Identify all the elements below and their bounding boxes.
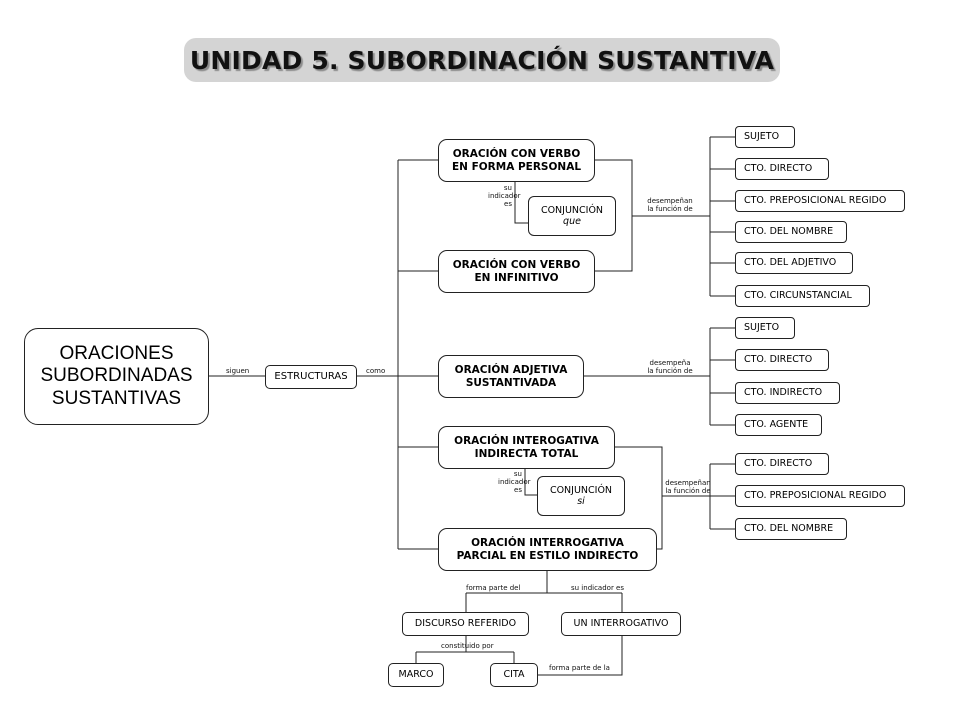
link-label-forma-parte-de-la: forma parte de la (549, 664, 610, 672)
root-node-oraciones-subordinadas-sustantivas: ORACIONES SUBORDINADAS SUSTANTIVAS (24, 328, 209, 425)
node-estructuras: ESTRUCTURAS (265, 365, 357, 389)
conjunction-word-si: si (577, 496, 585, 507)
node-line-1: ORACIÓN INTEROGATIVA (454, 434, 599, 447)
node-oracion-interrogativa-parcial: ORACIÓN INTERROGATIVA PARCIAL EN ESTILO … (438, 528, 657, 571)
link-label-como: como (366, 367, 386, 375)
node-discurso-referido: DISCURSO REFERIDO (402, 612, 529, 636)
function-cto-agente: CTO. AGENTE (735, 414, 822, 436)
link-label-desempenan-group-3: desempeñan la función de (665, 479, 711, 496)
node-line-1: ORACIÓN CON VERBO (452, 258, 581, 271)
function-cto-del-nombre: CTO. DEL NOMBRE (735, 518, 847, 540)
node-line-1: ORACIÓN CON VERBO (452, 147, 581, 160)
function-cto-directo: CTO. DIRECTO (735, 349, 829, 371)
function-cto-del-adjetivo: CTO. DEL ADJETIVO (735, 252, 853, 274)
link-label-forma-parte-del: forma parte del (466, 584, 521, 592)
node-line-2: INDIRECTA TOTAL (474, 447, 579, 460)
node-conjuncion-si: CONJUNCIÓN si (537, 476, 625, 516)
conjunction-word-que: que (563, 216, 581, 227)
node-line-2: PARCIAL EN ESTILO INDIRECTO (456, 549, 639, 562)
conjunction-label: CONJUNCIÓN (540, 204, 604, 216)
link-label-desempenan-group-1: desempeñan la función de (647, 197, 693, 214)
node-line-1: ORACIÓN ADJETIVA (454, 363, 568, 376)
link-label-siguen: siguen (226, 367, 250, 375)
function-cto-preposicional-regido: CTO. PREPOSICIONAL REGIDO (735, 485, 905, 507)
link-label-desempena-group-2: desempeña la función de (647, 359, 693, 376)
function-cto-del-nombre: CTO. DEL NOMBRE (735, 221, 847, 243)
function-cto-directo: CTO. DIRECTO (735, 158, 829, 180)
node-cita: CITA (490, 663, 538, 687)
function-cto-circunstancial: CTO. CIRCUNSTANCIAL (735, 285, 870, 307)
node-line-2: EN INFINITIVO (474, 271, 559, 284)
node-line-2: EN FORMA PERSONAL (451, 160, 582, 173)
node-conjuncion-que: CONJUNCIÓN que (528, 196, 616, 236)
page-title: UNIDAD 5. SUBORDINACIÓN SUSTANTIVA (184, 38, 780, 82)
link-label-constituido-por: constituido por (441, 642, 494, 650)
function-cto-directo: CTO. DIRECTO (735, 453, 829, 475)
function-sujeto: SUJETO (735, 126, 795, 148)
function-cto-indirecto: CTO. INDIRECTO (735, 382, 840, 404)
function-sujeto: SUJETO (735, 317, 795, 339)
link-label-su-indicador-es-que: su indicador es (488, 184, 521, 209)
conjunction-label: CONJUNCIÓN (549, 484, 613, 496)
node-oracion-adjetiva-sustantivada: ORACIÓN ADJETIVA SUSTANTIVADA (438, 355, 584, 398)
node-line-1: ORACIÓN INTERROGATIVA (471, 536, 624, 549)
link-label-su-indicador-es: su indicador es (571, 584, 624, 592)
node-oracion-verbo-infinitivo: ORACIÓN CON VERBO EN INFINITIVO (438, 250, 595, 293)
node-oracion-verbo-forma-personal: ORACIÓN CON VERBO EN FORMA PERSONAL (438, 139, 595, 182)
node-line-2: SUSTANTIVADA (465, 376, 557, 389)
node-un-interrogativo: UN INTERROGATIVO (561, 612, 681, 636)
node-oracion-interrogativa-total: ORACIÓN INTEROGATIVA INDIRECTA TOTAL (438, 426, 615, 469)
node-marco: MARCO (388, 663, 444, 687)
function-cto-preposicional-regido: CTO. PREPOSICIONAL REGIDO (735, 190, 905, 212)
link-label-su-indicador-es-si: su indicador es (498, 470, 531, 495)
